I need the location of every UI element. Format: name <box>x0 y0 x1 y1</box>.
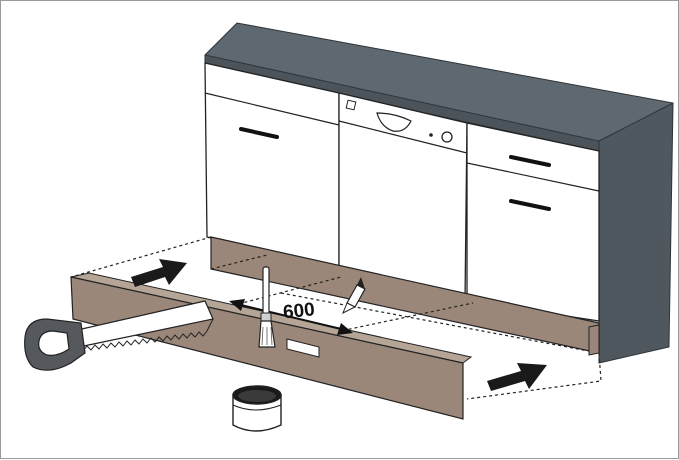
cut-line <box>226 276 600 354</box>
arrow-left-back <box>131 259 187 287</box>
dishwasher-knob <box>441 131 453 143</box>
right-cabinet-drawer-handle <box>509 155 551 167</box>
plinth-notch <box>286 338 320 358</box>
right-cabinet-door-handle <box>509 199 551 211</box>
left-cabinet-front <box>204 62 340 268</box>
left-cabinet-handle <box>239 127 279 139</box>
saw-teeth <box>78 318 214 352</box>
pencil-icon <box>342 277 366 315</box>
saw-icon <box>24 300 214 371</box>
left-cabinet-drawer-line <box>204 92 340 126</box>
dimension-arrowhead-right <box>337 323 353 335</box>
right-cabinet-drawer-line <box>466 162 600 192</box>
kitchen-cabinets <box>204 22 674 364</box>
cabinet-side-panel <box>598 102 674 364</box>
dishwasher-handle <box>376 112 412 132</box>
dimension-arrow: 600 <box>229 299 353 335</box>
dishwasher-indicator <box>345 99 357 111</box>
dishwasher-panel-line <box>338 120 468 154</box>
dimension-extension <box>210 254 268 270</box>
arrow-right-front <box>487 363 547 391</box>
saw-handle-grip <box>38 330 70 356</box>
dimension-label: 600 <box>282 299 316 323</box>
paint-can-icon <box>232 385 282 432</box>
dimension-arrowhead-left <box>229 299 245 311</box>
plinth-end-piece <box>588 324 600 356</box>
arrow-icon <box>131 259 547 391</box>
dishwasher-dot <box>429 133 433 137</box>
right-cabinet-front <box>466 122 600 322</box>
brush-icon <box>258 266 276 348</box>
